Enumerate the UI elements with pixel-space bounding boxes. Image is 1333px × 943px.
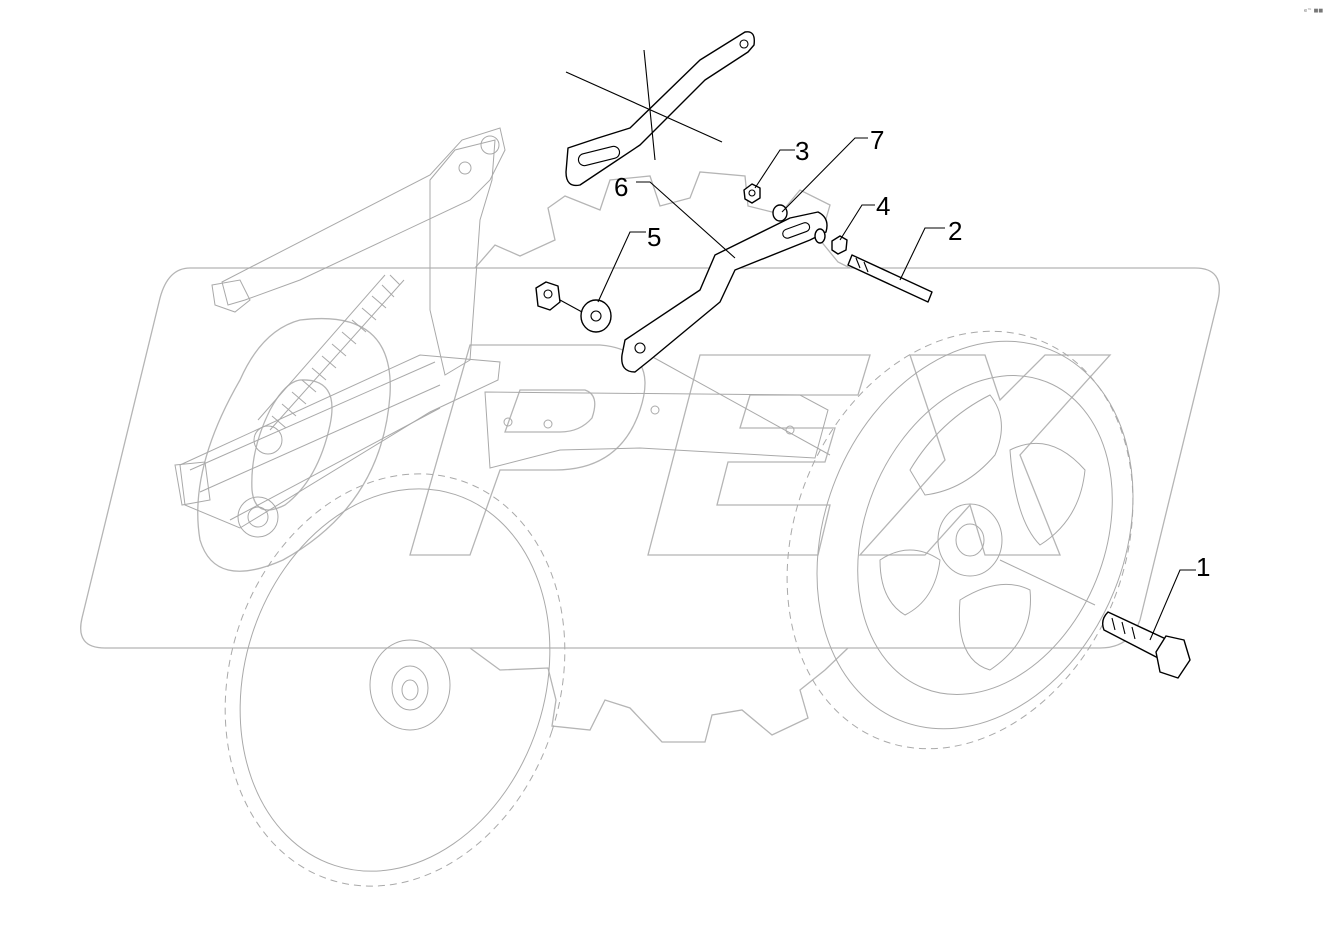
watermark-letter-p-inner [504, 389, 596, 433]
watermark-frame [80, 267, 1220, 649]
hex-nut[interactable] [743, 183, 761, 204]
leader-5 [597, 231, 646, 303]
watermark-letter-o [197, 318, 391, 572]
obsolete-bracket [565, 31, 755, 187]
watermark-gear-top [474, 171, 851, 269]
callout-2: 2 [948, 216, 962, 246]
hex-bolt[interactable] [1101, 611, 1191, 679]
leader-7 [781, 137, 868, 213]
callout-4: 4 [876, 191, 890, 221]
callout-3: 3 [795, 136, 809, 166]
washer-and-lock-nut[interactable] [814, 228, 848, 255]
leader-3 [754, 149, 795, 189]
watermark-letter-o-inner [251, 379, 333, 511]
flange-nut[interactable] [535, 281, 561, 311]
new-bracket[interactable] [621, 211, 828, 373]
watermark-letter-x [858, 354, 1112, 556]
upper-arm-plate [429, 139, 496, 376]
long-bolt[interactable] [847, 254, 933, 303]
centre-bracket [484, 391, 829, 469]
nut-and-washer[interactable] [535, 281, 612, 333]
opex-watermark [80, 171, 1220, 743]
callout-7: 7 [870, 125, 884, 155]
watermark-letter-p [409, 344, 646, 556]
new-bracket-body[interactable] [621, 211, 828, 373]
spring [257, 274, 405, 431]
disc-opener [224, 473, 566, 887]
leader-2 [899, 227, 945, 281]
upper-arm [221, 127, 506, 306]
obsolete-bracket-body [565, 31, 755, 187]
flat-washer[interactable] [580, 299, 612, 333]
corner-mark: e™ ■■ [1304, 8, 1323, 14]
callout-1: 1 [1196, 552, 1210, 582]
leader-4 [839, 204, 875, 241]
washer-small[interactable] [772, 204, 788, 222]
callouts: 1 2 3 4 5 6 7 [597, 125, 1210, 641]
callout-6: 6 [614, 172, 628, 202]
watermark-gear-bottom [469, 647, 849, 743]
frame-bar [179, 354, 501, 529]
leader-6 [636, 181, 736, 259]
planter-assembly-ghost [174, 127, 1134, 887]
leader-1 [1149, 569, 1196, 641]
callout-5: 5 [647, 222, 661, 252]
